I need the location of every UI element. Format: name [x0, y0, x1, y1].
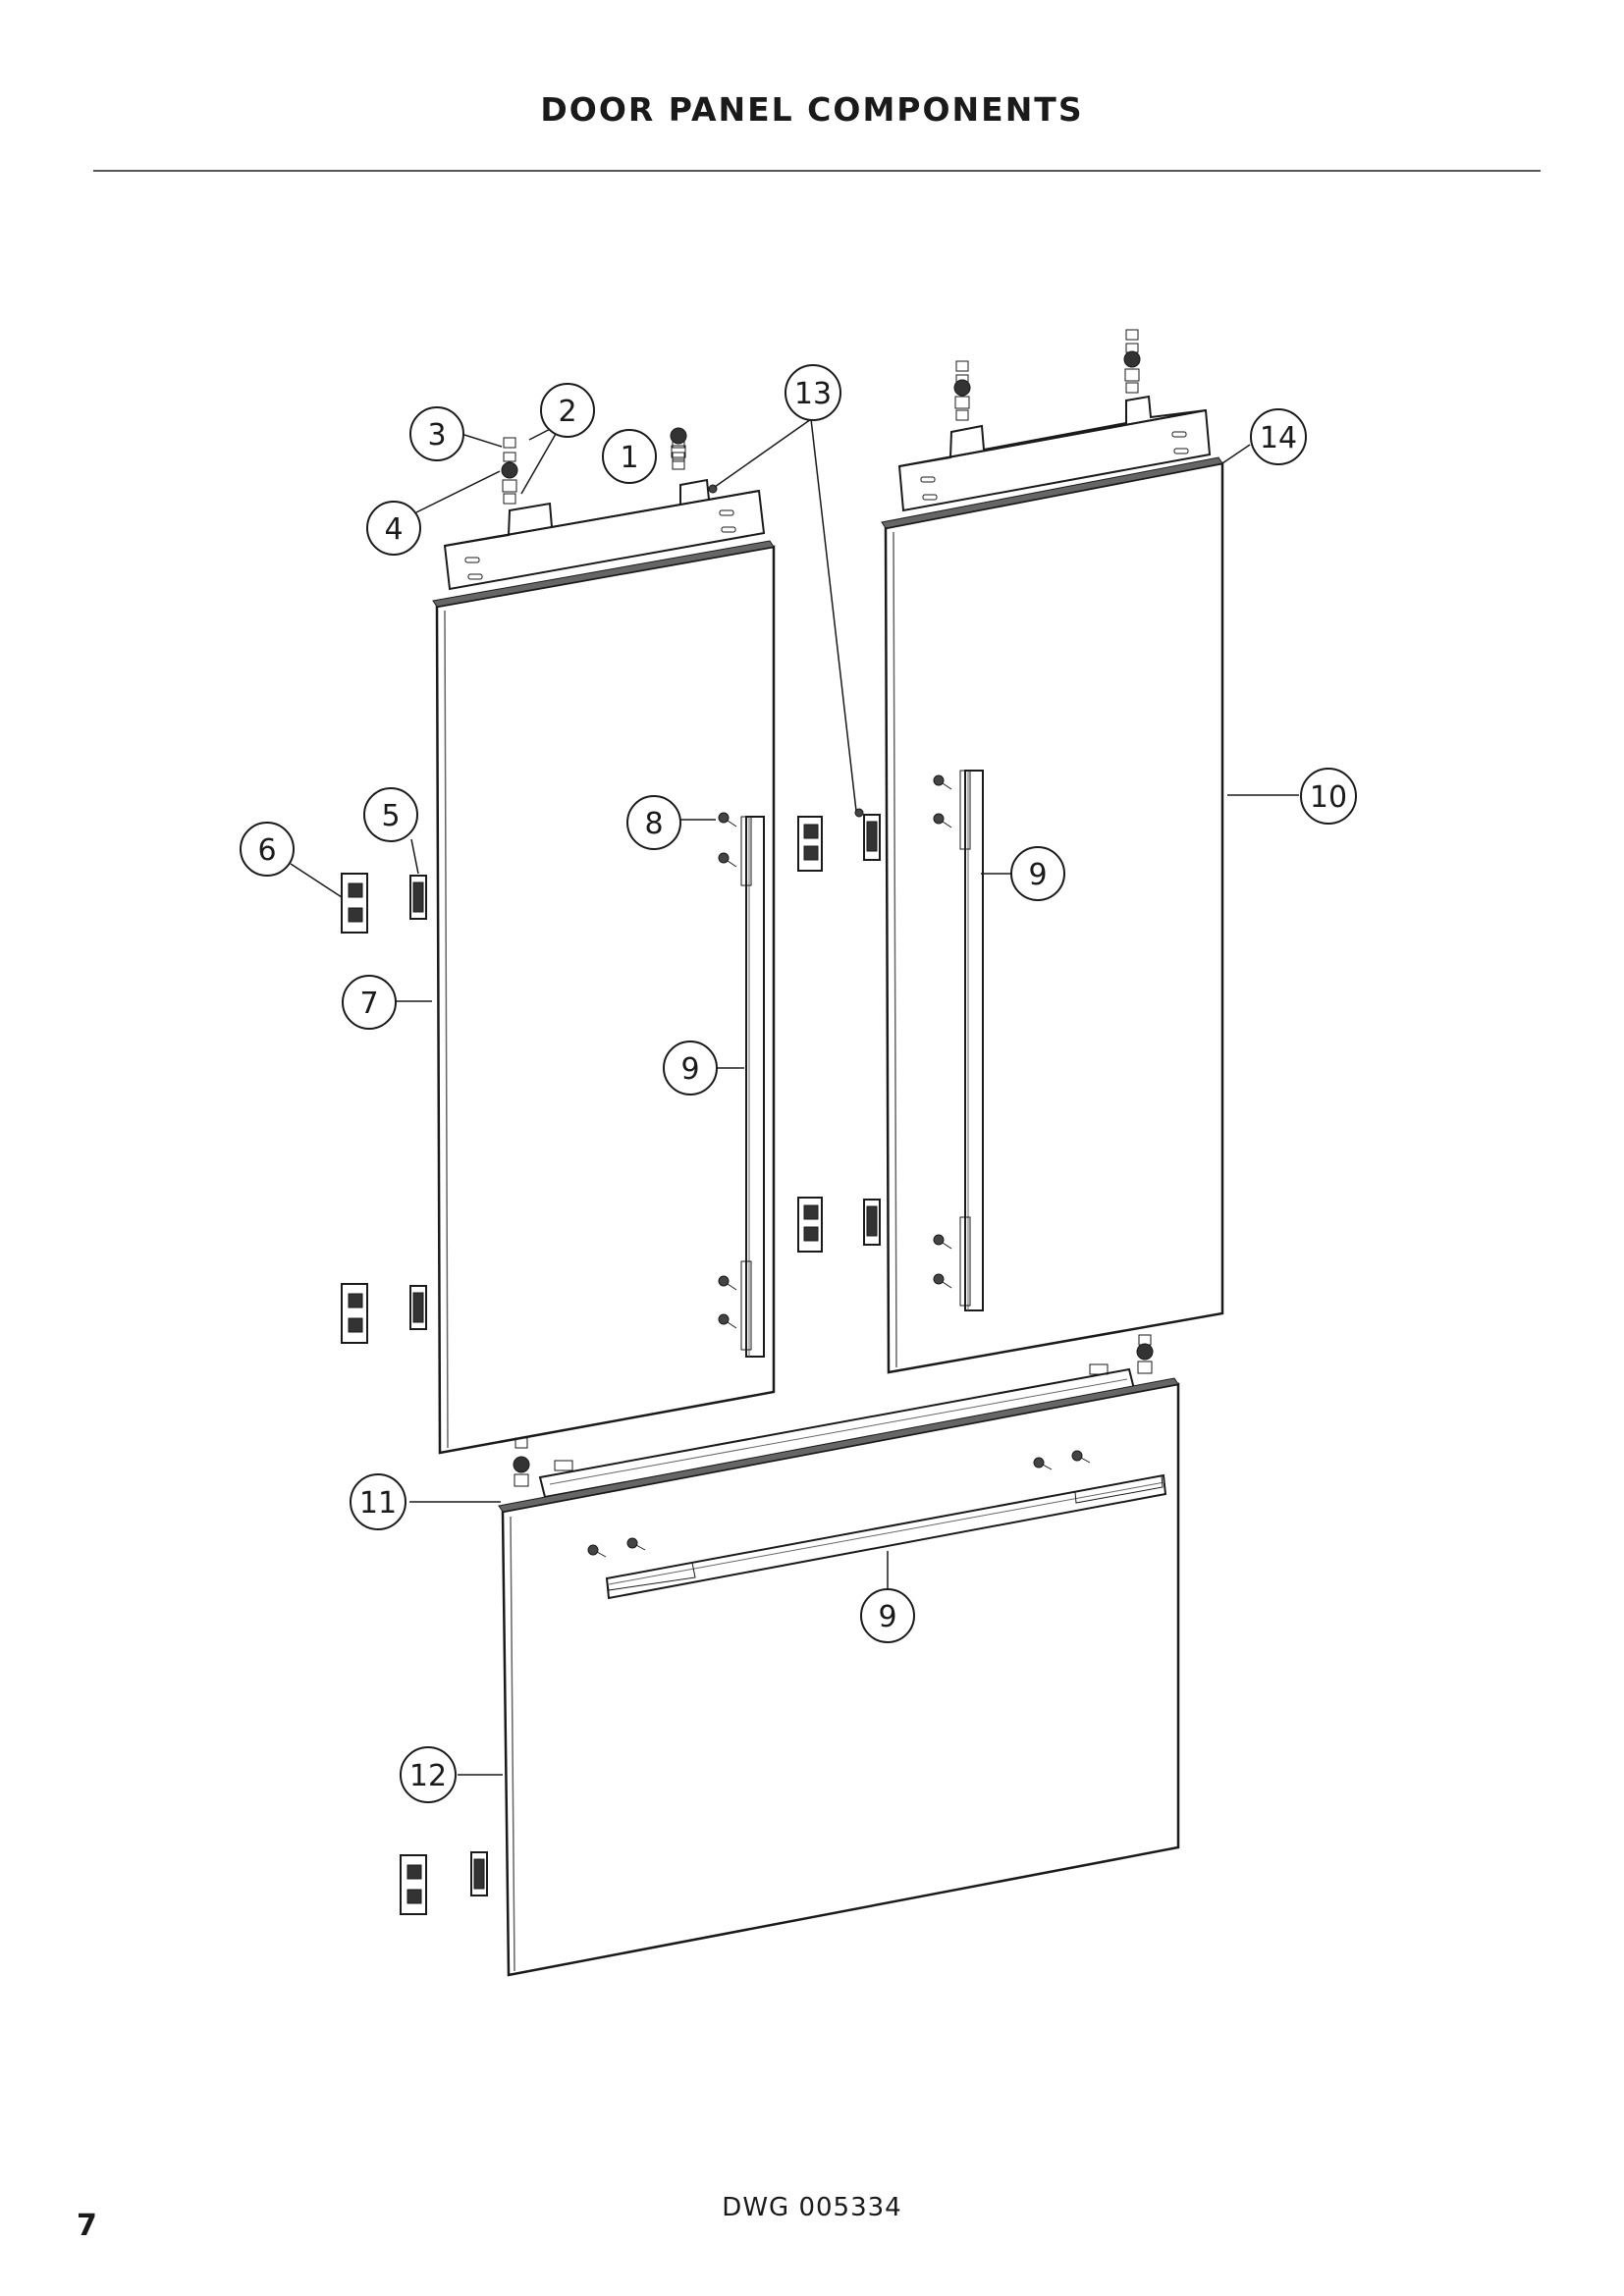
svg-text:14: 14 — [1260, 421, 1297, 455]
callout-12: 12 — [400, 1746, 457, 1803]
callout-2: 2 — [540, 383, 595, 438]
callout-11: 11 — [350, 1473, 406, 1530]
page-number: 7 — [77, 2209, 97, 2243]
callout-7: 7 — [342, 975, 397, 1030]
svg-text:7: 7 — [359, 987, 378, 1021]
svg-text:10: 10 — [1310, 780, 1347, 815]
title-divider — [93, 170, 1541, 172]
right-door-handle — [964, 770, 984, 1311]
callout-10: 10 — [1300, 768, 1357, 825]
callout-9-right: 9 — [1010, 846, 1065, 901]
callout-9-drawer: 9 — [860, 1588, 915, 1643]
svg-text:1: 1 — [620, 441, 638, 475]
svg-text:5: 5 — [381, 799, 400, 833]
left-door-assembly — [341, 427, 823, 1455]
callout-4: 4 — [366, 501, 421, 556]
drawer-handle — [605, 1473, 1167, 1600]
svg-text:9: 9 — [878, 1600, 896, 1634]
svg-text:11: 11 — [359, 1486, 397, 1521]
right-door-assembly — [708, 329, 1224, 1374]
callout-9-left: 9 — [663, 1041, 718, 1095]
callout-14: 14 — [1250, 408, 1307, 465]
left-hinge-lower — [341, 1283, 427, 1344]
svg-text:4: 4 — [384, 512, 403, 547]
svg-text:2: 2 — [558, 395, 576, 429]
svg-text:12: 12 — [409, 1759, 447, 1793]
callout-1: 1 — [602, 429, 657, 484]
drawing-number: DWG 005334 — [722, 2193, 902, 2222]
svg-text:8: 8 — [644, 807, 663, 841]
left-hinge-upper — [341, 873, 427, 934]
callout-8: 8 — [626, 795, 681, 850]
svg-text:6: 6 — [257, 833, 276, 868]
drawer-assembly — [400, 1334, 1180, 1977]
left-door-handle — [745, 816, 765, 1358]
svg-text:13: 13 — [794, 377, 832, 411]
callout-5: 5 — [363, 787, 418, 842]
svg-text:9: 9 — [1028, 858, 1047, 892]
svg-text:3: 3 — [427, 418, 446, 453]
callout-13: 13 — [785, 364, 841, 421]
nut-hardware — [501, 461, 518, 479]
callout-6: 6 — [240, 822, 295, 877]
callout-3: 3 — [409, 406, 464, 461]
page-title: DOOR PANEL COMPONENTS — [540, 90, 1084, 129]
svg-text:9: 9 — [680, 1052, 699, 1087]
